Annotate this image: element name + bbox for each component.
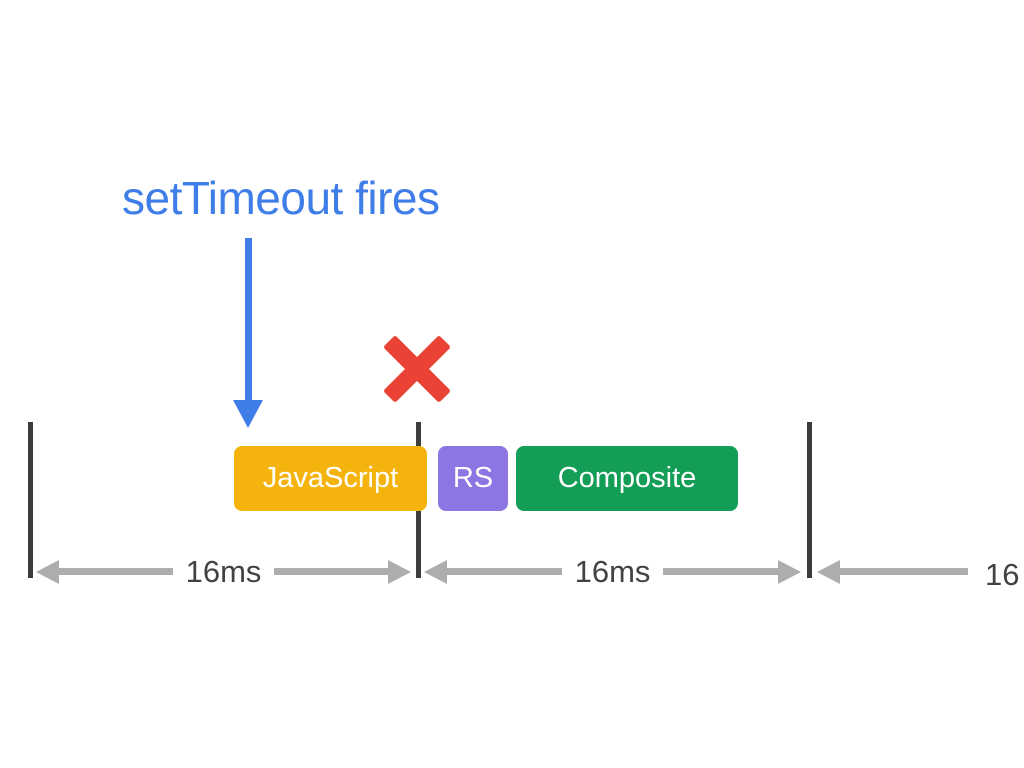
arrow-shaft (244, 238, 252, 400)
arrowhead-left-icon (424, 559, 447, 584)
interval-measure-1: 16ms (36, 554, 411, 589)
settimeout-fires-label: setTimeout fires (122, 172, 440, 224)
frame-boundary-line-1 (28, 422, 33, 578)
interval-label-3: 16 (985, 556, 1020, 592)
dropped-frame-x-icon (383, 334, 451, 403)
measure-shaft (840, 568, 968, 575)
interval-measure-2: 16ms (424, 554, 801, 589)
arrow-down-head (233, 400, 263, 428)
measure-shaft (274, 568, 388, 575)
arrowhead-right-icon (778, 559, 801, 584)
arrowhead-right-icon (388, 559, 411, 584)
interval-measure-3: 16 (817, 557, 1024, 592)
task-block-composite: Composite (516, 446, 738, 511)
measure-shaft (447, 568, 562, 575)
task-block-rs: RS (438, 446, 508, 511)
measure-shaft (663, 568, 778, 575)
arrowhead-left-icon (36, 559, 59, 584)
frame-boundary-line-3 (807, 422, 812, 578)
arrowhead-left-icon (817, 559, 840, 584)
measure-shaft (59, 568, 173, 575)
interval-label-1: 16ms (185, 553, 262, 589)
interval-label-2: 16ms (574, 553, 651, 589)
task-block-javascript: JavaScript (234, 446, 427, 511)
settimeout-arrow-icon (233, 238, 263, 430)
